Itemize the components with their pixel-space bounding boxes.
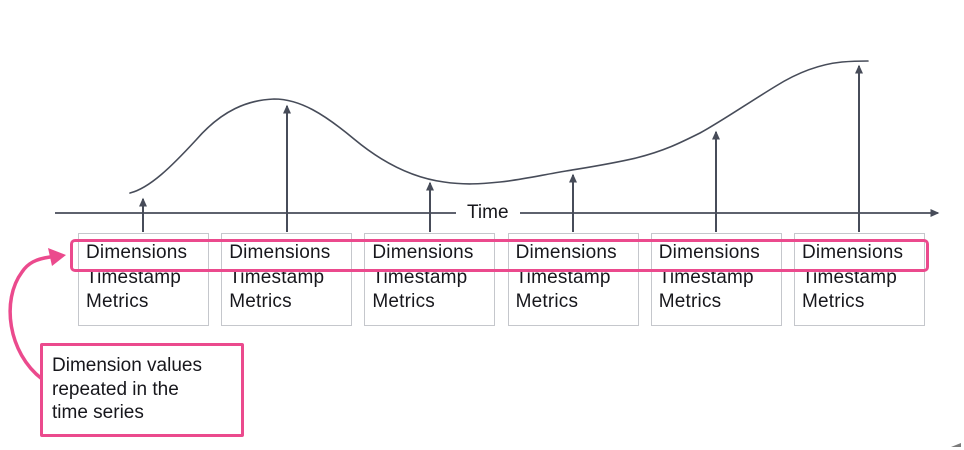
callout-arrowhead-icon bbox=[48, 248, 66, 266]
record-field-timestamp: Timestamp bbox=[658, 266, 754, 288]
watermark-fragment bbox=[951, 443, 961, 447]
record-field-dimensions: Dimensions bbox=[372, 242, 474, 263]
record-field-timestamp: Timestamp bbox=[372, 266, 468, 288]
record-field-dimensions: Dimensions bbox=[658, 242, 761, 263]
record-field-metrics: Metrics bbox=[372, 291, 435, 312]
callout-line-2: repeated in the bbox=[52, 378, 179, 400]
records-row: Dimensions Timestamp Metrics Dimensions … bbox=[78, 233, 925, 326]
record-field-metrics: Metrics bbox=[801, 291, 865, 312]
callout-line-1: Dimension values bbox=[52, 355, 202, 376]
time-axis-label: Time bbox=[456, 200, 520, 225]
record-field-timestamp: Timestamp bbox=[229, 266, 325, 288]
callout-line-3: time series bbox=[52, 402, 144, 423]
record-box: Dimensions Timestamp Metrics bbox=[507, 233, 639, 326]
record-box: Dimensions Timestamp Metrics bbox=[793, 233, 925, 326]
callout-box: Dimension values repeated in the time se… bbox=[40, 343, 244, 437]
record-field-metrics: Metrics bbox=[229, 291, 292, 312]
record-field-dimensions: Dimensions bbox=[515, 242, 617, 263]
record-field-metrics: Metrics bbox=[515, 291, 579, 312]
record-field-timestamp: Timestamp bbox=[86, 266, 182, 288]
record-field-dimensions: Dimensions bbox=[86, 242, 188, 263]
record-field-metrics: Metrics bbox=[86, 291, 149, 312]
record-box: Dimensions Timestamp Metrics bbox=[650, 233, 782, 326]
value-arrows bbox=[138, 64, 864, 232]
record-field-dimensions: Dimensions bbox=[229, 242, 331, 263]
record-box: Dimensions Timestamp Metrics bbox=[221, 233, 353, 326]
time-series-curve bbox=[129, 60, 869, 194]
record-field-timestamp: Timestamp bbox=[801, 266, 897, 288]
callout-arrow bbox=[8, 255, 52, 381]
record-field-dimensions: Dimensions bbox=[801, 242, 904, 263]
record-box: Dimensions Timestamp Metrics bbox=[364, 233, 496, 326]
record-field-timestamp: Timestamp bbox=[515, 266, 611, 288]
record-field-metrics: Metrics bbox=[658, 291, 722, 312]
record-box: Dimensions Timestamp Metrics bbox=[78, 233, 209, 326]
